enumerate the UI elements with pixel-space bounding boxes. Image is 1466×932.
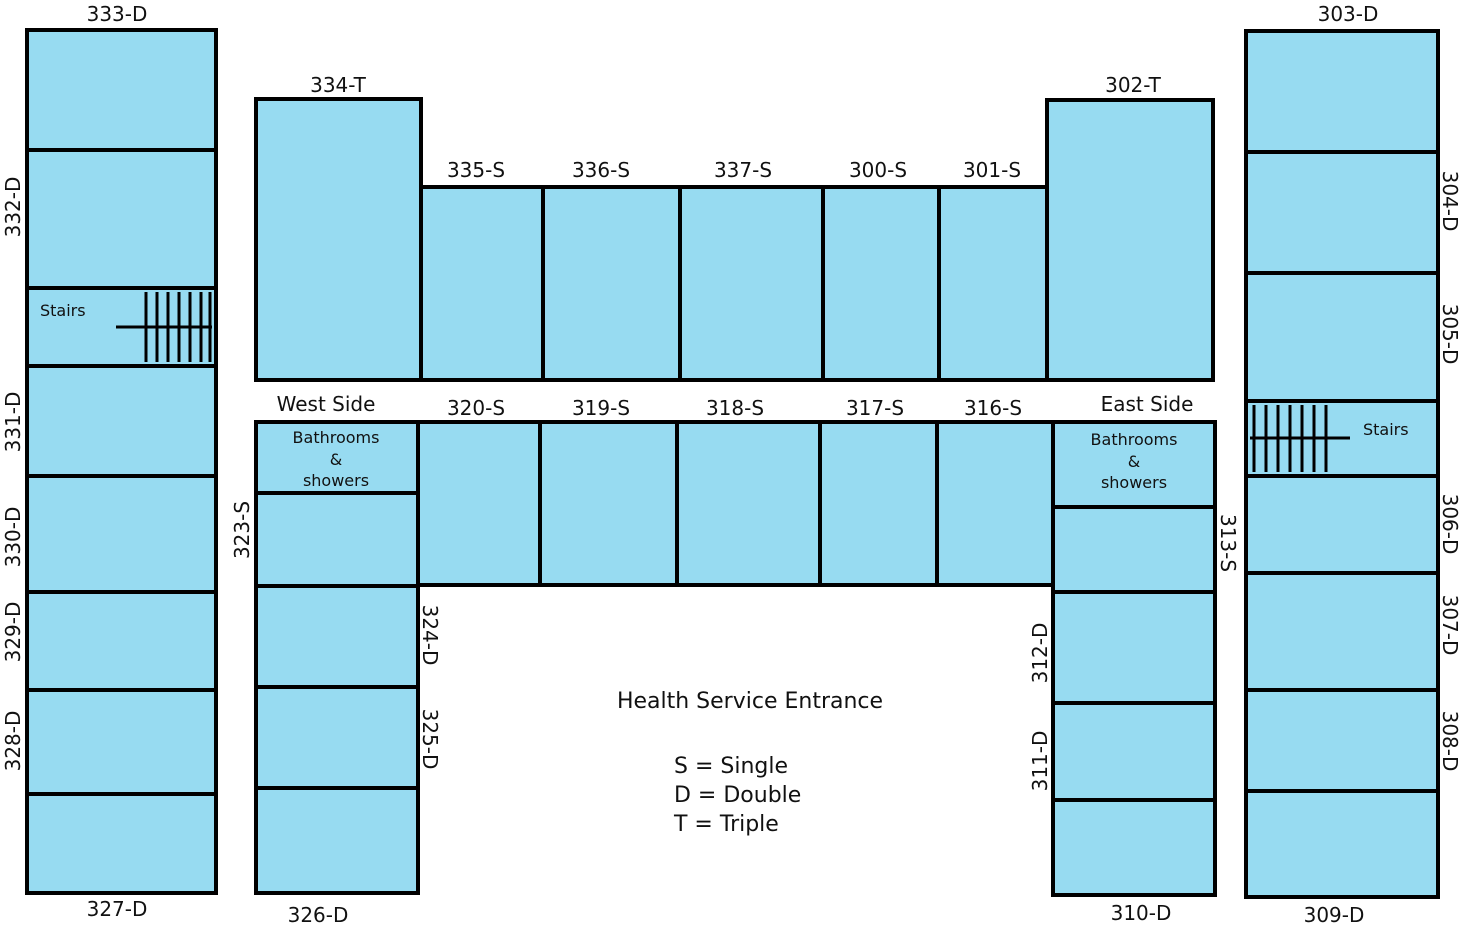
entrance-label: Health Service Entrance [617,689,883,714]
label-333: 333-D [87,2,148,26]
legend-single: S = Single [674,754,788,779]
label-308: 308-D [1438,711,1462,772]
label-305: 305-D [1438,304,1462,365]
left-wing [25,28,218,895]
west-inner-outline [254,420,420,895]
top-corridor-rooms [419,185,1049,382]
label-301: 301-S [963,158,1021,182]
label-300: 300-S [849,158,907,182]
west-side-label: West Side [277,392,376,416]
label-312: 312-D [1028,623,1052,684]
stairs-west-label: Stairs [40,301,86,320]
label-304: 304-D [1438,171,1462,232]
lower-block [416,420,1055,587]
right-wing-outline [1244,29,1440,899]
label-331: 331-D [1,392,25,453]
label-334: 334-T [310,73,367,97]
left-wing-outline [25,28,218,895]
label-329: 329-D [1,602,25,663]
label-326: 326-D [288,903,349,927]
label-335: 335-S [447,158,505,182]
label-313: 313-S [1216,514,1240,572]
label-319: 319-S [572,396,630,420]
bathrooms-west-line2: & [330,450,342,469]
label-337: 337-S [714,158,772,182]
label-317: 317-S [846,396,904,420]
label-309: 309-D [1304,903,1365,927]
label-327: 327-D [87,897,148,921]
top-block [254,97,1215,382]
label-310: 310-D [1111,901,1172,925]
label-323: 323-S [230,501,254,559]
stairs-west-icon [116,292,212,362]
east-inner-outline [1051,420,1217,897]
room-334 [254,97,423,382]
right-wing [1244,29,1440,899]
label-324: 324-D [418,605,442,666]
label-332: 332-D [1,177,25,238]
bathrooms-west-line3: showers [303,471,369,490]
bathrooms-east-line2: & [1128,452,1140,471]
west-inner-wing [254,420,420,895]
east-inner-wing [1051,420,1217,897]
label-311: 311-D [1028,731,1052,792]
label-316: 316-S [964,396,1022,420]
label-302: 302-T [1105,73,1162,97]
label-328: 328-D [1,711,25,772]
stairs-east-label: Stairs [1363,420,1409,439]
label-336: 336-S [572,158,630,182]
room-302 [1045,98,1215,382]
bathrooms-east-line1: Bathrooms [1091,430,1178,449]
label-318: 318-S [706,396,764,420]
legend: S = Single D = Double T = Triple [673,754,801,837]
label-307: 307-D [1438,595,1462,656]
stairs-east-icon [1250,405,1350,472]
lower-corridor-rooms [416,420,1055,587]
label-320: 320-S [447,396,505,420]
label-325: 325-D [418,709,442,770]
bathrooms-east-line3: showers [1101,473,1167,492]
east-side-label: East Side [1101,392,1194,416]
legend-double: D = Double [674,783,801,808]
legend-triple: T = Triple [673,812,779,837]
label-303: 303-D [1318,2,1379,26]
bathrooms-west-line1: Bathrooms [293,428,380,447]
label-306: 306-D [1438,494,1462,555]
label-330: 330-D [1,507,25,568]
